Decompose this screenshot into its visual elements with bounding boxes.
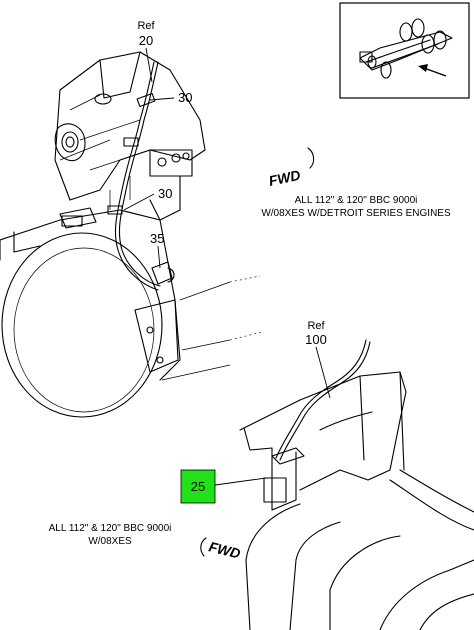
chassis-bracket-illustration bbox=[239, 371, 474, 630]
note-top-line-2: W/08XES W/DETROIT SERIES ENGINES bbox=[261, 208, 451, 219]
fwd-label-top: FWD bbox=[267, 167, 302, 189]
fwd-label-bottom: FWD bbox=[207, 538, 242, 561]
callout-ref-20-ref: Ref bbox=[137, 20, 155, 32]
callout-25: 25 bbox=[191, 479, 205, 494]
note-bottom-line-1: ALL 112" & 120" BBC 9000i bbox=[49, 523, 172, 534]
truck-locator-inset bbox=[339, 2, 470, 99]
lower-harness-illustration bbox=[275, 339, 371, 461]
note-bottom: ALL 112" & 120" BBC 9000i W/08XES bbox=[49, 523, 172, 547]
locator-arrow bbox=[418, 64, 447, 77]
callout-30-lower: 30 bbox=[158, 186, 172, 201]
callout-35: 35 bbox=[150, 231, 164, 246]
truck-chassis-icon bbox=[359, 18, 453, 79]
note-bottom-line-2: W/08XES bbox=[88, 536, 132, 547]
engine-block-illustration bbox=[54, 51, 206, 221]
callout-ref-20-number: 20 bbox=[139, 33, 153, 48]
callout-ref-100-number: 100 bbox=[305, 332, 327, 347]
leader-lines bbox=[123, 47, 331, 486]
harness-tube-illustration bbox=[107, 61, 175, 291]
note-top: ALL 112" & 120" BBC 9000i W/08XES W/DETR… bbox=[261, 195, 451, 219]
fwd-indicator-bottom: FWD bbox=[200, 537, 242, 562]
note-top-line-1: ALL 112" & 120" BBC 9000i bbox=[295, 195, 418, 206]
callout-25-highlight: 25 bbox=[180, 469, 216, 504]
fwd-indicator-top: FWD bbox=[267, 147, 315, 189]
fwd-arrow-top-icon bbox=[307, 147, 315, 169]
inset-frame bbox=[339, 2, 470, 99]
fwd-arrow-bottom-icon bbox=[200, 537, 207, 557]
callout-30-upper: 30 bbox=[178, 90, 192, 105]
highlight-box bbox=[180, 469, 216, 504]
callout-ref-100-ref: Ref bbox=[307, 320, 325, 332]
flywheel-housing-illustration bbox=[0, 207, 263, 418]
